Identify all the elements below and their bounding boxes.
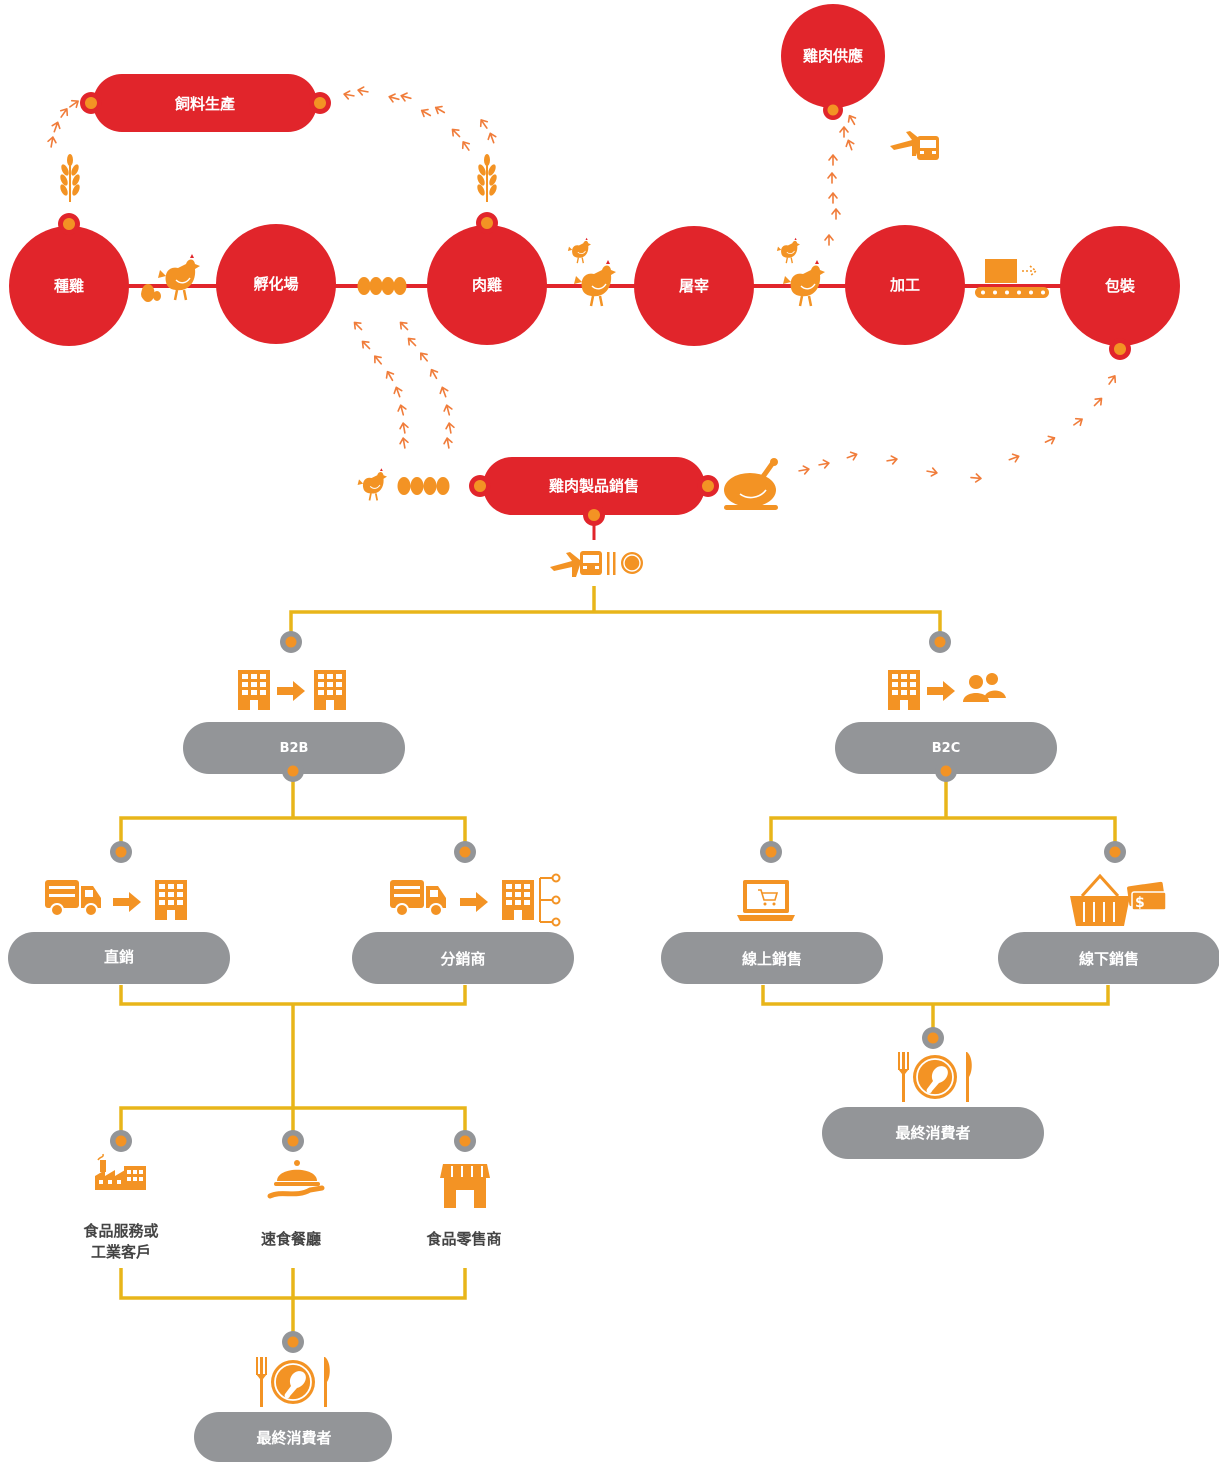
people-icon bbox=[963, 673, 1006, 702]
arrow-icon bbox=[113, 892, 141, 912]
feed-production-label: 飼料生產 bbox=[174, 95, 235, 113]
chick-icon bbox=[567, 237, 592, 264]
broiler-label: 肉雞 bbox=[472, 276, 502, 294]
arrow-icon bbox=[460, 892, 488, 912]
food-retailer-label: 食品零售商 bbox=[426, 1230, 501, 1248]
processing-label: 加工 bbox=[889, 276, 920, 294]
building-icon bbox=[502, 880, 534, 920]
food-service-label-line2: 工業客戶 bbox=[91, 1243, 151, 1261]
laptop-cart-icon bbox=[737, 880, 795, 921]
offline-sales-node: 線下銷售 bbox=[998, 932, 1219, 984]
food-service-label-line1: 食品服務或 bbox=[83, 1222, 158, 1240]
distributor-label: 分銷商 bbox=[440, 950, 485, 968]
direct-sales-node: 直銷 bbox=[8, 932, 230, 984]
svg-text:$: $ bbox=[1135, 895, 1145, 911]
hatchery-label: 孵化場 bbox=[253, 275, 298, 293]
factory-icon bbox=[95, 1153, 146, 1190]
b2b-node: B2B bbox=[183, 722, 405, 782]
building-icon bbox=[888, 670, 920, 710]
cloche-icon bbox=[267, 1160, 325, 1199]
end-consumer-left-node: 最終消費者 bbox=[194, 1412, 392, 1462]
building-icon bbox=[238, 670, 270, 710]
utensils-icon bbox=[607, 552, 616, 575]
slaughter-label: 屠宰 bbox=[679, 277, 709, 295]
basket-icon bbox=[1070, 873, 1130, 926]
distribution-section bbox=[119, 586, 1117, 1340]
egg-icon bbox=[357, 277, 407, 295]
supply-chain-section: 飼料生產 雞肉供應 種雞 孵化場 肉雞 屠宰 加工 bbox=[9, 4, 1180, 577]
chick-icon bbox=[776, 237, 801, 264]
arrow-icon bbox=[277, 681, 305, 701]
distribution-nodes: B2B B2C bbox=[8, 631, 1219, 1462]
direct-sales-label: 直銷 bbox=[104, 948, 134, 966]
processing-node: 加工 bbox=[845, 225, 965, 345]
bus-icon bbox=[917, 136, 939, 160]
roast-chicken-icon bbox=[724, 458, 778, 510]
wheat-icon bbox=[57, 153, 83, 203]
drumstick-plate-icon bbox=[897, 1051, 973, 1103]
plane-icon bbox=[890, 131, 931, 156]
plate-icon bbox=[621, 552, 643, 574]
fast-food-label: 速食餐廳 bbox=[261, 1230, 321, 1248]
breeder-label: 種雞 bbox=[54, 277, 84, 295]
b2b-label: B2B bbox=[280, 741, 309, 756]
truck-icon bbox=[389, 879, 447, 917]
chicken-supply-node: 雞肉供應 bbox=[781, 4, 885, 120]
egg-icon bbox=[397, 477, 450, 495]
offline-sales-label: 線下銷售 bbox=[1079, 950, 1139, 968]
broiler-node: 肉雞 bbox=[427, 212, 547, 345]
online-sales-node: 線上銷售 bbox=[661, 932, 883, 984]
hen-icon bbox=[356, 467, 388, 502]
end-consumer-right-node: 最終消費者 bbox=[822, 1107, 1044, 1159]
feed-production-node: 飼料生產 bbox=[80, 74, 331, 132]
online-sales-label: 線上銷售 bbox=[742, 950, 802, 968]
network-icon bbox=[539, 873, 561, 927]
plane-icon bbox=[550, 552, 591, 577]
building-icon bbox=[155, 880, 187, 920]
box-icon bbox=[985, 259, 1017, 283]
bus-icon bbox=[580, 551, 602, 575]
conveyor-icon bbox=[975, 259, 1049, 298]
breeder-node: 種雞 bbox=[9, 213, 129, 346]
arrow-icon bbox=[927, 681, 955, 701]
b2c-label: B2C bbox=[932, 741, 961, 756]
packaging-label: 包裝 bbox=[1105, 277, 1136, 295]
end-consumer-left-label: 最終消費者 bbox=[256, 1429, 331, 1447]
money-icon: $ bbox=[1127, 881, 1167, 911]
building-icon bbox=[314, 670, 346, 710]
shop-icon bbox=[440, 1164, 490, 1208]
truck-icon bbox=[44, 879, 102, 917]
hen-icon bbox=[156, 252, 202, 302]
egg-icon bbox=[141, 284, 161, 302]
hen-icon bbox=[781, 258, 827, 308]
distributor-node: 分銷商 bbox=[352, 932, 574, 984]
chicken-supply-label: 雞肉供應 bbox=[802, 47, 863, 65]
product-sales-label: 雞肉製品銷售 bbox=[548, 477, 639, 495]
b2c-node: B2C bbox=[835, 722, 1057, 782]
packaging-node: 包裝 bbox=[1060, 226, 1180, 360]
end-consumer-right-label: 最終消費者 bbox=[895, 1124, 970, 1142]
wheat-icon bbox=[474, 153, 500, 203]
hatchery-node: 孵化場 bbox=[216, 224, 336, 344]
product-sales-node: 雞肉製品銷售 bbox=[469, 457, 719, 540]
hen-icon bbox=[572, 258, 618, 308]
slaughter-node: 屠宰 bbox=[634, 226, 754, 346]
drumstick-plate-icon bbox=[255, 1356, 331, 1408]
